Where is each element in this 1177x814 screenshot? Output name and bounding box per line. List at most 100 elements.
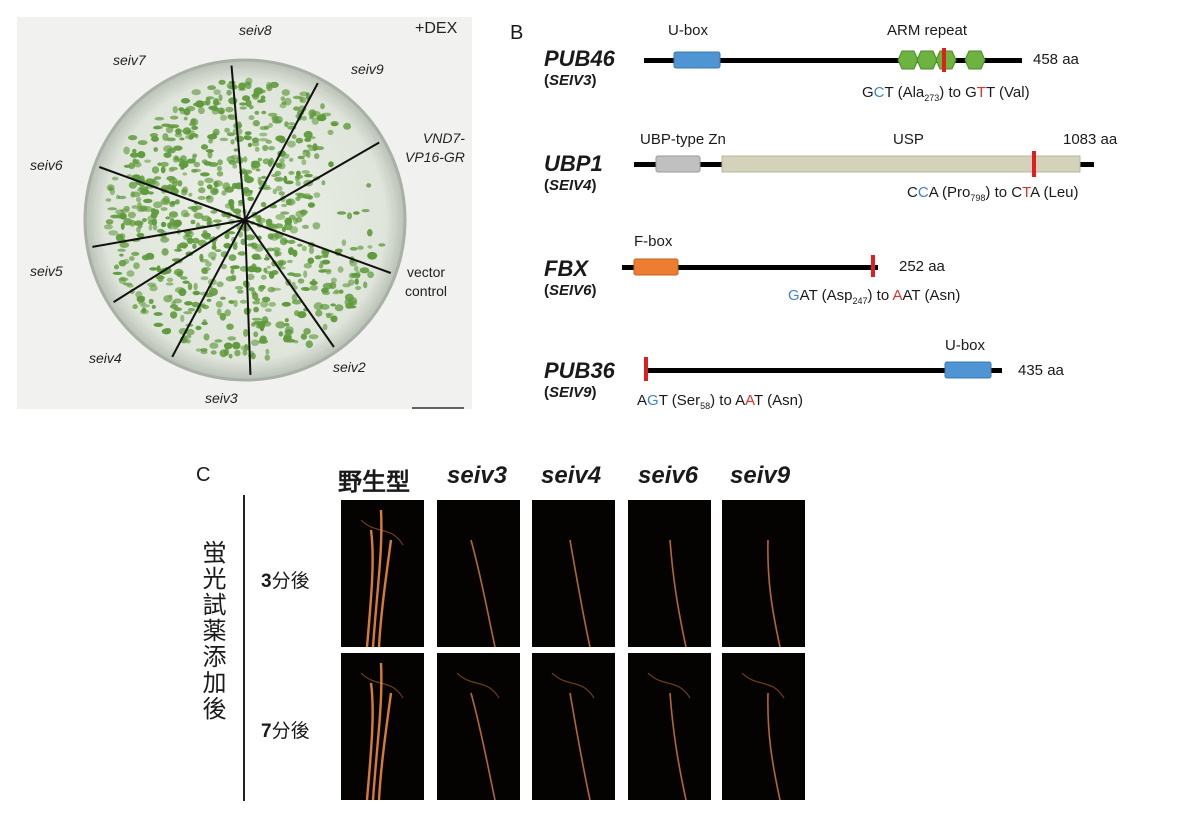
seedling-leaf bbox=[223, 348, 229, 356]
seedling-leaf bbox=[242, 349, 248, 356]
seedling-leaf bbox=[346, 212, 353, 220]
sector-label-seiv5: seiv5 bbox=[30, 263, 63, 279]
seedling-leaf bbox=[280, 96, 286, 102]
seedling-leaf bbox=[330, 121, 339, 127]
seedling-leaf bbox=[195, 348, 202, 352]
seedling-leaf bbox=[326, 313, 332, 319]
seedling-leaf bbox=[207, 217, 212, 223]
root-signal bbox=[767, 539, 781, 647]
seedling-leaf bbox=[151, 218, 158, 226]
seedling-leaf bbox=[183, 108, 191, 116]
seedling-leaf bbox=[151, 304, 156, 309]
seedling-leaf bbox=[151, 166, 160, 174]
seedling-leaf bbox=[228, 353, 233, 359]
seedling-leaf bbox=[314, 146, 325, 151]
seedling-leaf bbox=[180, 276, 188, 280]
seedling-leaf bbox=[191, 125, 199, 130]
seedling-leaf bbox=[232, 208, 242, 214]
seedling-leaf bbox=[129, 152, 139, 158]
seedling-leaf bbox=[141, 307, 147, 314]
seedling-leaf bbox=[192, 205, 198, 213]
seedling-leaf bbox=[138, 186, 149, 191]
seedling-leaf bbox=[296, 193, 307, 199]
root-signal bbox=[371, 509, 383, 647]
seedling-leaf bbox=[349, 246, 358, 251]
seedling-leaf bbox=[321, 250, 326, 255]
seedling-leaf bbox=[220, 296, 226, 300]
seedling-leaf bbox=[243, 156, 248, 163]
root-hair-signal bbox=[551, 672, 595, 699]
seedling-leaf bbox=[165, 216, 171, 220]
seedling-leaf bbox=[249, 350, 254, 356]
seedling-leaf bbox=[287, 140, 296, 148]
seedling-leaf bbox=[132, 304, 138, 310]
seedling-leaf bbox=[327, 129, 334, 136]
seedling-leaf bbox=[201, 321, 209, 326]
seedling-leaf bbox=[261, 316, 269, 324]
fbx-fbox-domain bbox=[633, 258, 679, 276]
sector-line bbox=[92, 219, 246, 248]
seedling-leaf bbox=[301, 115, 307, 121]
seedling-leaf bbox=[188, 134, 194, 140]
seedling-leaf bbox=[295, 217, 303, 223]
seedling-leaf bbox=[169, 115, 179, 120]
seedling-leaf bbox=[322, 290, 330, 296]
seedling-leaf bbox=[264, 308, 272, 312]
seedling-leaf bbox=[363, 281, 368, 289]
vertical-divider bbox=[243, 495, 245, 801]
seedling-leaf bbox=[331, 277, 337, 284]
seedling-leaf bbox=[128, 256, 135, 261]
seedling-leaf bbox=[299, 209, 308, 215]
seedling-leaf bbox=[248, 115, 255, 121]
seedling-leaf bbox=[230, 268, 235, 275]
seedling-leaf bbox=[185, 129, 191, 135]
seedling-leaf bbox=[274, 176, 284, 182]
seedling-leaf bbox=[206, 298, 212, 302]
seedling-leaf bbox=[291, 299, 302, 305]
seedling-leaf bbox=[253, 306, 259, 313]
seedling-leaf bbox=[237, 251, 247, 256]
seedling-leaf bbox=[186, 158, 196, 164]
seedling-leaf bbox=[272, 188, 277, 195]
seedling-leaf bbox=[313, 192, 321, 198]
seedling-leaf bbox=[182, 172, 188, 176]
seedling-leaf bbox=[107, 207, 118, 211]
seedling-leaf bbox=[160, 161, 169, 167]
seedling-leaf bbox=[261, 175, 267, 180]
seedling-leaf bbox=[153, 125, 163, 130]
seedling-leaf bbox=[148, 224, 153, 231]
seedling-leaf bbox=[216, 281, 224, 288]
seedling-leaf bbox=[253, 331, 259, 338]
root-hair-signal bbox=[647, 672, 691, 699]
seedling-leaf bbox=[266, 265, 271, 269]
seedling-leaf bbox=[212, 240, 217, 247]
seedling-leaf bbox=[239, 299, 248, 304]
seedling-leaf bbox=[180, 155, 187, 163]
seedling-leaf bbox=[173, 223, 180, 227]
root-signal bbox=[669, 539, 687, 647]
root-signal bbox=[767, 692, 781, 800]
seedling-leaf bbox=[258, 138, 269, 142]
seedling-leaf bbox=[187, 237, 194, 244]
seedling-leaf bbox=[136, 196, 142, 203]
seedling-leaf bbox=[279, 158, 285, 163]
seedling-leaf bbox=[334, 248, 343, 253]
pub46-arm-repeat-4 bbox=[964, 50, 986, 70]
seedling-leaf bbox=[284, 322, 290, 327]
seedling-leaf bbox=[202, 267, 211, 271]
seedling-leaf bbox=[260, 95, 266, 101]
seedling-leaf bbox=[330, 315, 338, 323]
gene-name-fbx: FBX bbox=[544, 256, 588, 281]
seedling-leaf bbox=[275, 135, 286, 142]
seedling-leaf bbox=[281, 101, 287, 105]
seedling-leaf bbox=[198, 187, 206, 194]
seedling-leaf bbox=[205, 261, 212, 267]
seedling-leaf bbox=[244, 343, 249, 351]
seedling-leaf bbox=[153, 312, 163, 316]
panel-c-letter: C bbox=[196, 464, 211, 486]
seedling-leaf bbox=[195, 100, 205, 108]
seedling-leaf bbox=[131, 251, 140, 256]
seedling-leaf bbox=[312, 222, 321, 230]
gene-alias-seiv4: (SEIV4) bbox=[544, 177, 597, 194]
seedling-leaf bbox=[245, 99, 252, 108]
